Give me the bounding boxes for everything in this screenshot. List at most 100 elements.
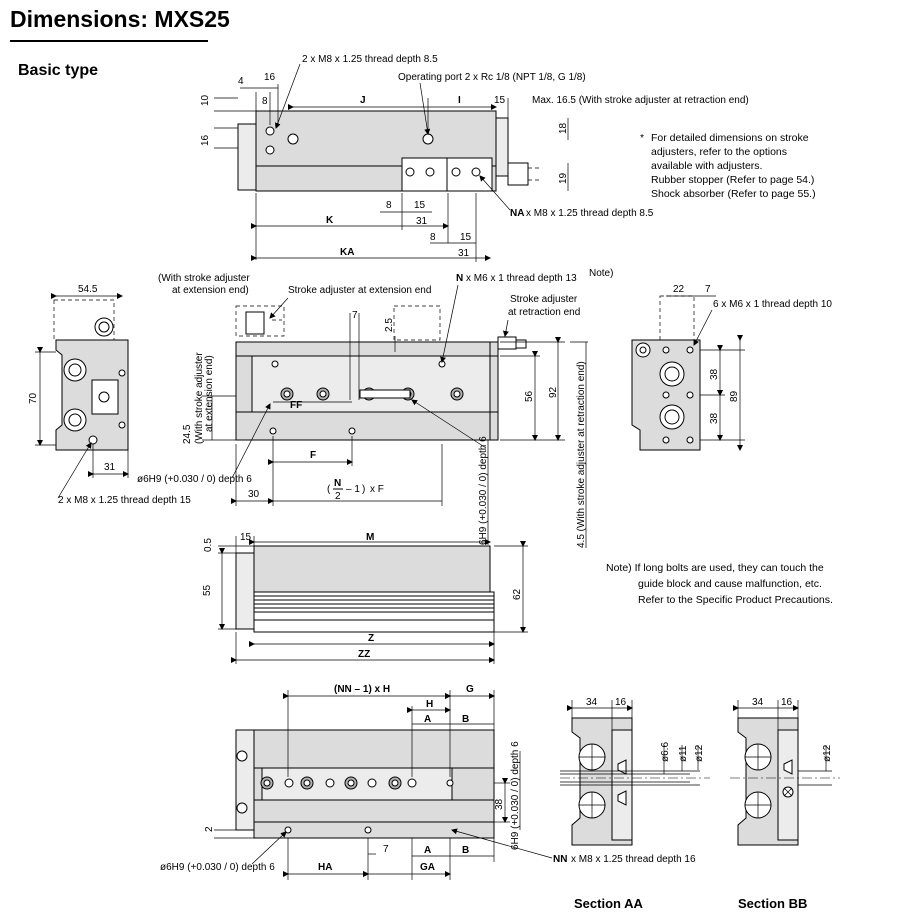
front-6h9-callout: ø6H9 (+0.030 / 0) depth 6 xyxy=(137,474,252,485)
bb-dim-16: 16 xyxy=(781,697,793,708)
bottom-endplate xyxy=(235,729,255,831)
top-port xyxy=(422,133,434,145)
caution-line: Refer to the Specific Product Precaution… xyxy=(638,594,833,606)
aa-dim-12: ø12 xyxy=(694,744,705,762)
dim-15c: 15 xyxy=(460,232,472,243)
dim-A: A xyxy=(424,714,431,725)
front-view: (With stroke adjuster at extension end) … xyxy=(137,268,613,548)
with-adjuster-label: (With stroke adjuster xyxy=(158,273,250,284)
n-label: N xyxy=(456,273,463,284)
section-bb: 34 16 ø12 Section BB xyxy=(730,697,840,911)
dim-56: 56 xyxy=(524,390,535,402)
dim-54-5: 54.5 xyxy=(78,284,98,295)
top-na-hole xyxy=(471,167,481,177)
dim-2: 2 xyxy=(204,826,215,832)
dim-31b: 31 xyxy=(458,248,470,259)
dim-KA: KA xyxy=(340,247,354,258)
dim-G: G xyxy=(466,684,474,695)
caution-note: Note) If long bolts are used, they can t… xyxy=(606,562,833,606)
bottom-view: (NN – 1) x H G H A B 38 6H9 (+0.030 / 0)… xyxy=(160,684,696,880)
dim-16v: 16 xyxy=(200,134,211,146)
front-adjuster-ret xyxy=(497,336,517,350)
top-na-hole xyxy=(425,167,435,177)
side-endplate xyxy=(235,552,255,630)
dim-A2: A xyxy=(424,845,431,856)
bottom-6h9-callout: ø6H9 (+0.030 / 0) depth 6 xyxy=(160,862,275,873)
page-title: Dimensions: MXS25 xyxy=(10,6,230,32)
dim-J: J xyxy=(360,95,366,106)
dim-22: 22 xyxy=(673,284,685,295)
top-port xyxy=(287,133,299,145)
dim-15: 15 xyxy=(494,95,506,106)
dim-10: 10 xyxy=(200,94,211,106)
left-thread-callout: 2 x M8 x 1.25 thread depth 15 xyxy=(58,495,191,506)
front-adjuster-ext xyxy=(245,311,265,335)
dim-8: 8 xyxy=(262,96,268,107)
n-thread-callout: x M6 x 1 thread depth 13 xyxy=(466,273,577,284)
caution-line: Note) If long bolts are used, they can t… xyxy=(606,562,824,574)
right-end-view: 22 7 6 x M6 x 1 thread depth 10 38 38 89 xyxy=(631,284,832,451)
formula-group: ( N 2 – 1 ) x F xyxy=(327,478,384,502)
dim-I: I xyxy=(458,95,461,106)
stroke-adjuster-note: * For detailed dimensions on stroke adju… xyxy=(640,132,816,200)
vert-6h9-note: 6H9 (+0.030 / 0) depth 6 xyxy=(478,436,489,545)
with-adjuster-label: at extension end) xyxy=(172,285,249,296)
dim-19: 19 xyxy=(558,172,569,184)
dim-92: 92 xyxy=(548,386,559,398)
note-bullet: * xyxy=(640,132,644,144)
vert-extension-note: at extension end) xyxy=(204,355,215,432)
svg-text:(: ( xyxy=(327,484,331,495)
note-line: adjusters, refer to the options xyxy=(651,146,787,158)
dim-30: 30 xyxy=(248,489,260,500)
aa-dim-34: 34 xyxy=(586,697,598,708)
right-thread-callout: 6 x M6 x 1 thread depth 10 xyxy=(713,299,832,310)
dim-0-5: 0.5 xyxy=(203,538,214,552)
note-line: Rubber stopper (Refer to page 54.) xyxy=(651,174,814,186)
dim-62: 62 xyxy=(512,588,523,600)
note-line: available with adjusters. xyxy=(651,160,762,172)
dim-2-5: 2.5 xyxy=(384,318,395,332)
note-line: For detailed dimensions on stroke xyxy=(651,132,809,144)
caution-line: guide block and cause malfunction, etc. xyxy=(638,578,822,590)
title-underline xyxy=(10,40,208,42)
formula-2: 2 xyxy=(335,491,341,502)
formula-times: x F xyxy=(370,484,384,495)
dim-F: F xyxy=(310,450,316,461)
dim-HA: HA xyxy=(318,862,332,873)
top-thread-hole xyxy=(265,145,275,155)
bb-dim-12: ø12 xyxy=(822,744,833,762)
side-body-upper xyxy=(253,545,491,597)
top-thread-callout: 2 x M8 x 1.25 thread depth 8.5 xyxy=(302,54,438,65)
aa-dim-11: ø11 xyxy=(678,745,689,762)
nn-thread-callout: x M8 x 1.25 thread depth 16 xyxy=(571,854,696,865)
dim-24-5: 24.5 xyxy=(182,424,193,444)
dim-70: 70 xyxy=(28,392,39,404)
top-thread-hole xyxy=(265,126,275,136)
note-superscript: Note) xyxy=(589,268,613,279)
nn-label: NN xyxy=(553,854,567,865)
left-end-view: 54.5 70 31 2 x M8 x 1.25 thread depth 15 xyxy=(28,284,191,506)
top-na-hole xyxy=(451,167,461,177)
dim-H: H xyxy=(426,699,433,710)
dim-B: B xyxy=(462,714,469,725)
dim-38: 38 xyxy=(494,798,505,810)
dim-4: 4 xyxy=(238,76,244,87)
top-stroke-adjuster xyxy=(507,162,529,186)
note-line: Shock absorber (Refer to page 55.) xyxy=(651,188,816,200)
dim-8b: 8 xyxy=(386,200,392,211)
dim-7: 7 xyxy=(352,310,358,321)
dim-7: 7 xyxy=(705,284,711,295)
dim-ZZ: ZZ xyxy=(358,649,370,660)
section-subtitle: Basic type xyxy=(18,62,99,79)
adjuster-retraction-label: at retraction end xyxy=(508,307,580,318)
top-view: 4 16 8 J I 15 Operating port 2 x Rc 1/8 … xyxy=(200,54,749,262)
dim-15b: 15 xyxy=(414,200,426,211)
dim-38a: 38 xyxy=(709,368,720,380)
dim-Z: Z xyxy=(368,633,374,644)
dim-GA: GA xyxy=(420,862,435,873)
dim-31: 31 xyxy=(416,216,428,227)
formula-n: N xyxy=(334,478,341,489)
operating-port-callout: Operating port 2 x Rc 1/8 (NPT 1/8, G 1/… xyxy=(398,72,586,83)
dim-55: 55 xyxy=(202,584,213,596)
